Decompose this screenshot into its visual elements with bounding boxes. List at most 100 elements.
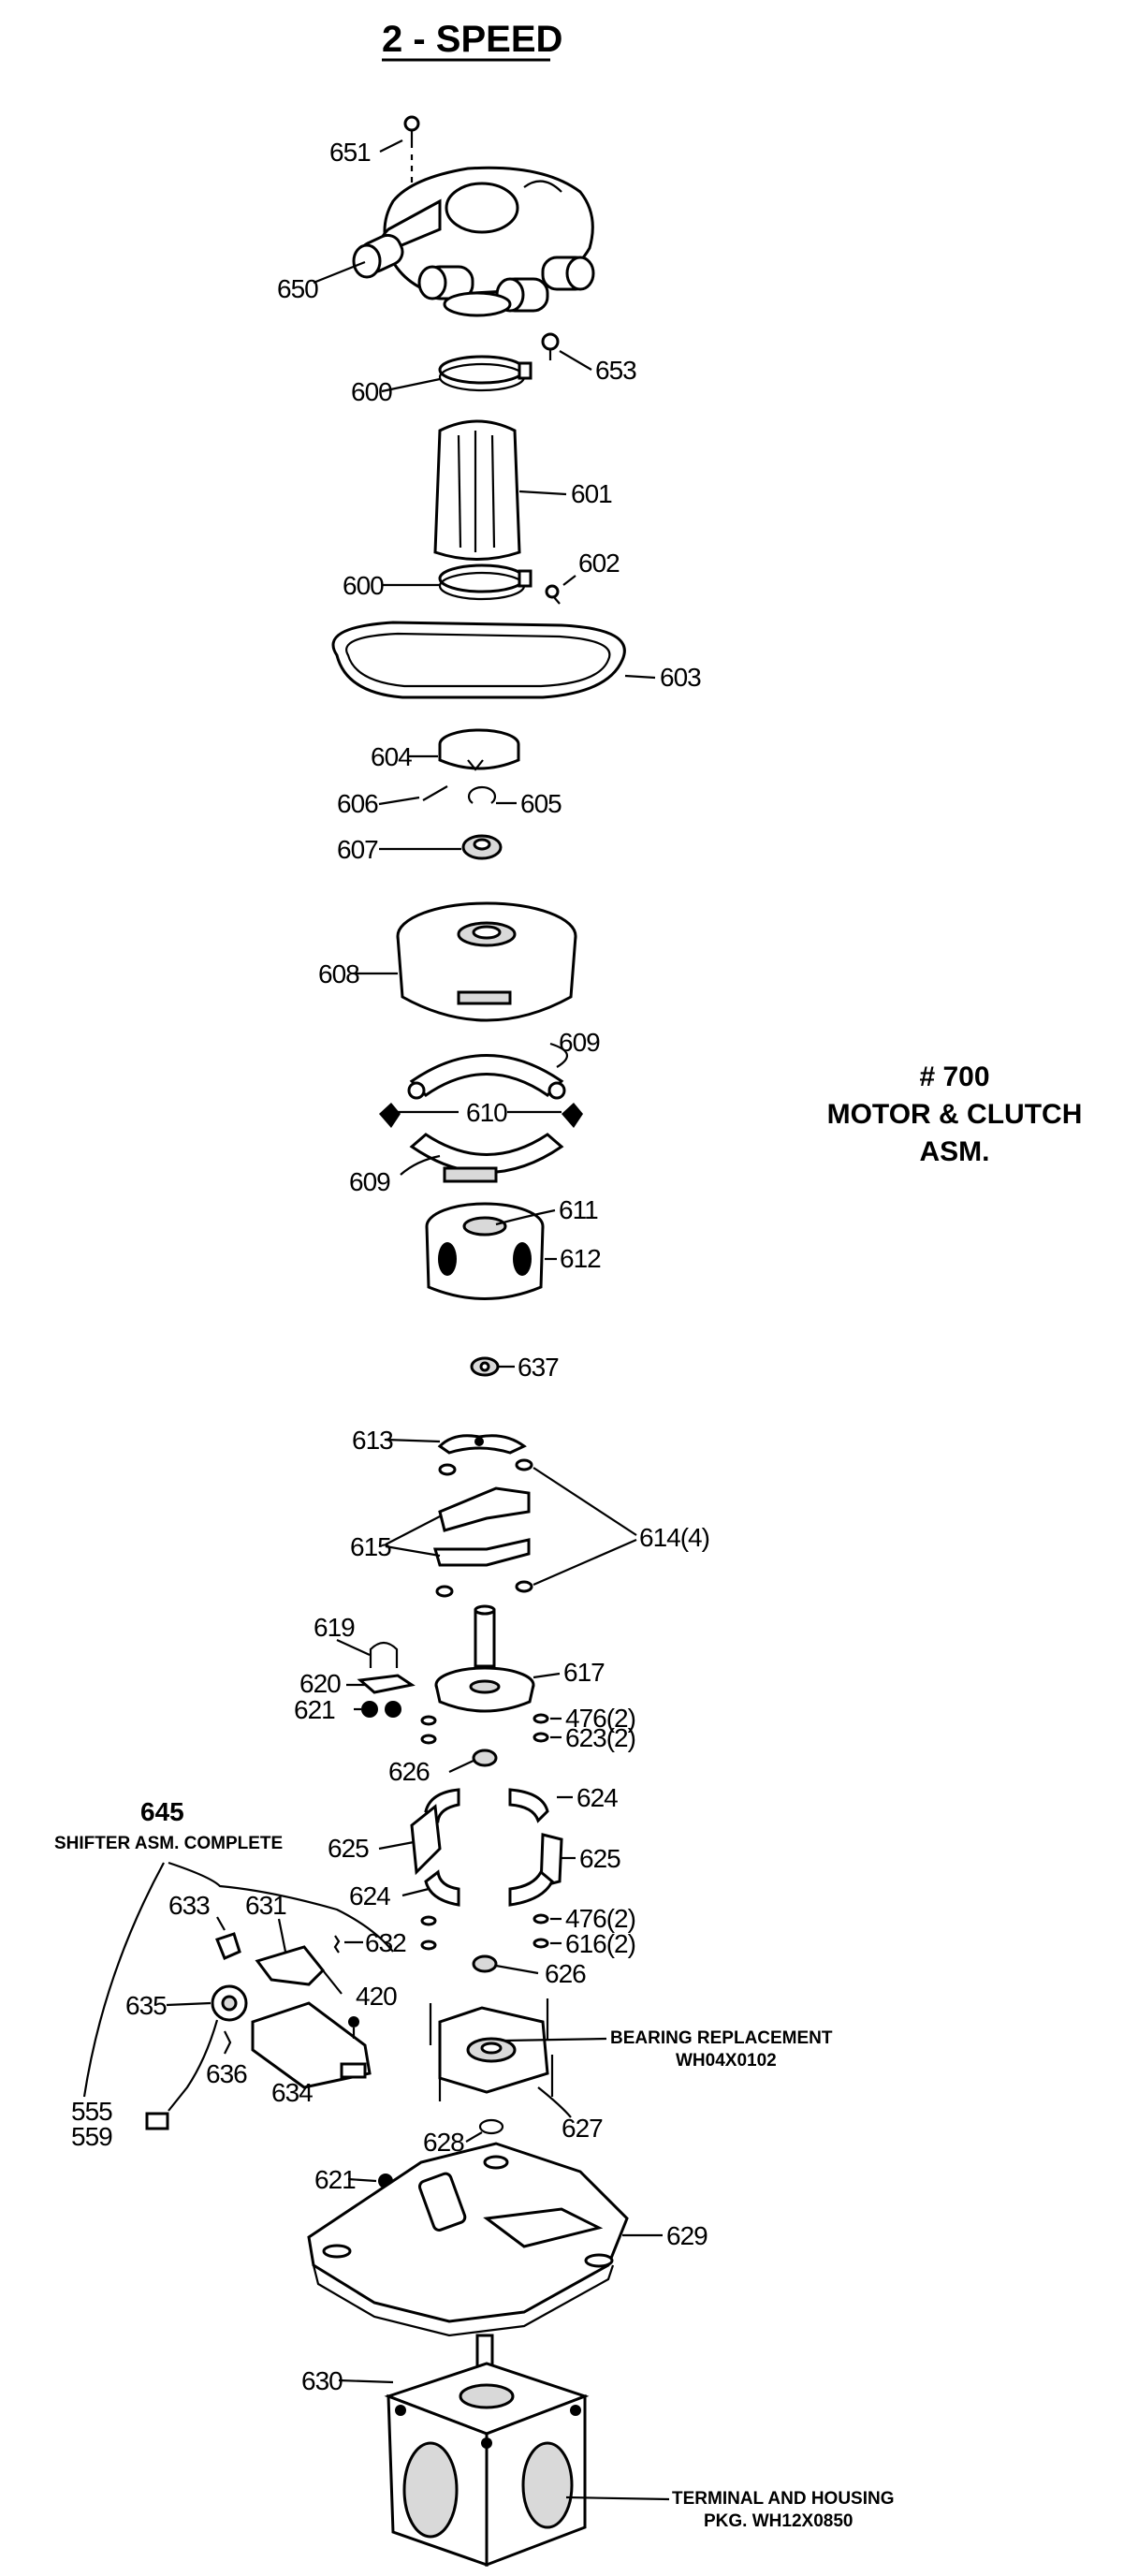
- part-606-pin: [422, 785, 448, 801]
- part-609-shoe-lower: [409, 1133, 564, 1183]
- assembly-number: # 700: [919, 1061, 989, 1092]
- callout-631: 631: [245, 1891, 286, 1920]
- callout-637: 637: [518, 1353, 559, 1382]
- part-601-hose: [433, 419, 521, 561]
- callout-619: 619: [314, 1613, 355, 1642]
- part-614-washers: [435, 1458, 533, 1598]
- callout-603: 603: [660, 663, 701, 692]
- callout-626-lower: 626: [545, 1959, 586, 1988]
- terminal-note-line2: PKG. WH12X0850: [704, 2511, 853, 2531]
- callout-630: 630: [301, 2366, 343, 2395]
- part-633-switch: [215, 1932, 241, 1960]
- callout-632: 632: [365, 1928, 406, 1957]
- callout-636: 636: [206, 2059, 247, 2088]
- part-607-bearing: [461, 834, 503, 860]
- part-627-bearing-plate: [429, 1998, 554, 2101]
- callout-628: 628: [423, 2128, 464, 2157]
- part-626-nut-upper: [472, 1749, 498, 1767]
- part-610-spring-right: [562, 1103, 583, 1128]
- callout-627: 627: [562, 2114, 603, 2143]
- part-615-shoes: [432, 1486, 531, 1567]
- callout-607: 607: [337, 835, 378, 864]
- part-626-nut-lower: [472, 1954, 498, 1973]
- callout-626-upper: 626: [388, 1757, 430, 1786]
- callout-609-lower: 609: [349, 1167, 390, 1196]
- callout-625-right: 625: [579, 1844, 620, 1873]
- terminal-note-line1: TERMINAL AND HOUSING: [672, 2489, 895, 2509]
- callout-653: 653: [595, 356, 636, 385]
- part-629-motor-mount: [307, 2142, 629, 2337]
- callout-633: 633: [168, 1891, 210, 1920]
- part-609-shoe-upper: [407, 1054, 566, 1100]
- part-619-u-bolt: [369, 1641, 399, 1668]
- part-628-ring: [478, 2118, 504, 2135]
- part-631-shifter-arm: [255, 1945, 343, 1995]
- part-476-washers-lower: [420, 1913, 549, 1951]
- shifter-number: 645: [140, 1797, 184, 1826]
- part-617-drive-shaft: [434, 1604, 535, 1713]
- part-625-brake-left: [410, 1804, 442, 1876]
- callout-650: 650: [277, 274, 318, 303]
- part-600-clamp-lower: [438, 564, 533, 601]
- assembly-name-line2: ASM.: [920, 1136, 990, 1167]
- callout-609-upper: 609: [559, 1028, 600, 1057]
- bearing-note-line2: WH04X0102: [676, 2051, 777, 2071]
- part-600-clamp-upper: [438, 355, 533, 392]
- callout-611: 611: [559, 1195, 598, 1224]
- callout-621-upper: 621: [294, 1695, 335, 1724]
- leader-lines: [166, 139, 670, 2501]
- callout-559: 559: [71, 2122, 112, 2151]
- part-555-559-connector: [145, 2112, 169, 2130]
- part-605-retaining-ring: [467, 785, 497, 804]
- callout-620: 620: [299, 1669, 341, 1698]
- part-624-shoe-upper: [424, 1788, 549, 1823]
- part-636-screw: [224, 2030, 232, 2055]
- part-635-solenoid: [168, 1984, 248, 2112]
- part-621-nuts-upper: [361, 1701, 401, 1718]
- callout-634: 634: [271, 2078, 313, 2107]
- part-610-spring-left: [379, 1103, 401, 1128]
- part-612-clutch-hub: [425, 1202, 545, 1300]
- part-624-shoe-lower: [424, 1869, 554, 1907]
- callout-420: 420: [356, 1982, 397, 2011]
- shifter-name: SHIFTER ASM. COMPLETE: [54, 1834, 283, 1853]
- part-630-motor: [384, 2334, 590, 2568]
- callout-615: 615: [350, 1532, 391, 1561]
- callout-613: 613: [352, 1426, 393, 1455]
- callout-614: 614(4): [639, 1523, 709, 1552]
- callout-605: 605: [520, 789, 562, 818]
- part-608-clutch-drum: [396, 901, 577, 1022]
- part-650-pump: [352, 166, 595, 317]
- part-476-washers-upper: [420, 1713, 549, 1745]
- part-632-spring: [333, 1935, 341, 1954]
- callout-601: 601: [571, 479, 612, 508]
- callout-606: 606: [337, 789, 378, 818]
- callout-635: 635: [125, 1991, 167, 2020]
- callout-621-lower: 621: [314, 2165, 356, 2194]
- part-602-screw: [545, 584, 561, 605]
- part-634-bracket: [251, 2001, 372, 2089]
- part-620-plate: [357, 1674, 416, 1694]
- callout-476-upper: 476(2): [565, 1704, 635, 1733]
- part-613-bracket: [437, 1434, 527, 1455]
- part-604-pulley: [438, 728, 520, 771]
- part-653-screw: [541, 332, 560, 360]
- callout-476-lower: 476(2): [565, 1904, 635, 1933]
- bearing-note-line1: BEARING REPLACEMENT: [610, 2028, 833, 2048]
- part-420-screw: [348, 2016, 359, 2039]
- shifter-bracket-line: [82, 1861, 394, 2098]
- callout-623: 623(2): [565, 1723, 635, 1752]
- callout-617: 617: [563, 1658, 605, 1687]
- assembly-name-line1: MOTOR & CLUTCH: [827, 1099, 1083, 1130]
- diagram-title: 2 - SPEED: [382, 19, 562, 60]
- callout-624-upper: 624: [576, 1783, 618, 1812]
- callout-610: 610: [466, 1098, 507, 1127]
- callout-651: 651: [329, 138, 371, 167]
- part-625-brake-right: [539, 1833, 563, 1888]
- callout-602: 602: [578, 549, 620, 578]
- callout-600-lower: 600: [343, 571, 384, 600]
- callout-616: 616(2): [565, 1929, 635, 1958]
- callout-604: 604: [371, 742, 412, 771]
- part-637-nut: [470, 1356, 500, 1377]
